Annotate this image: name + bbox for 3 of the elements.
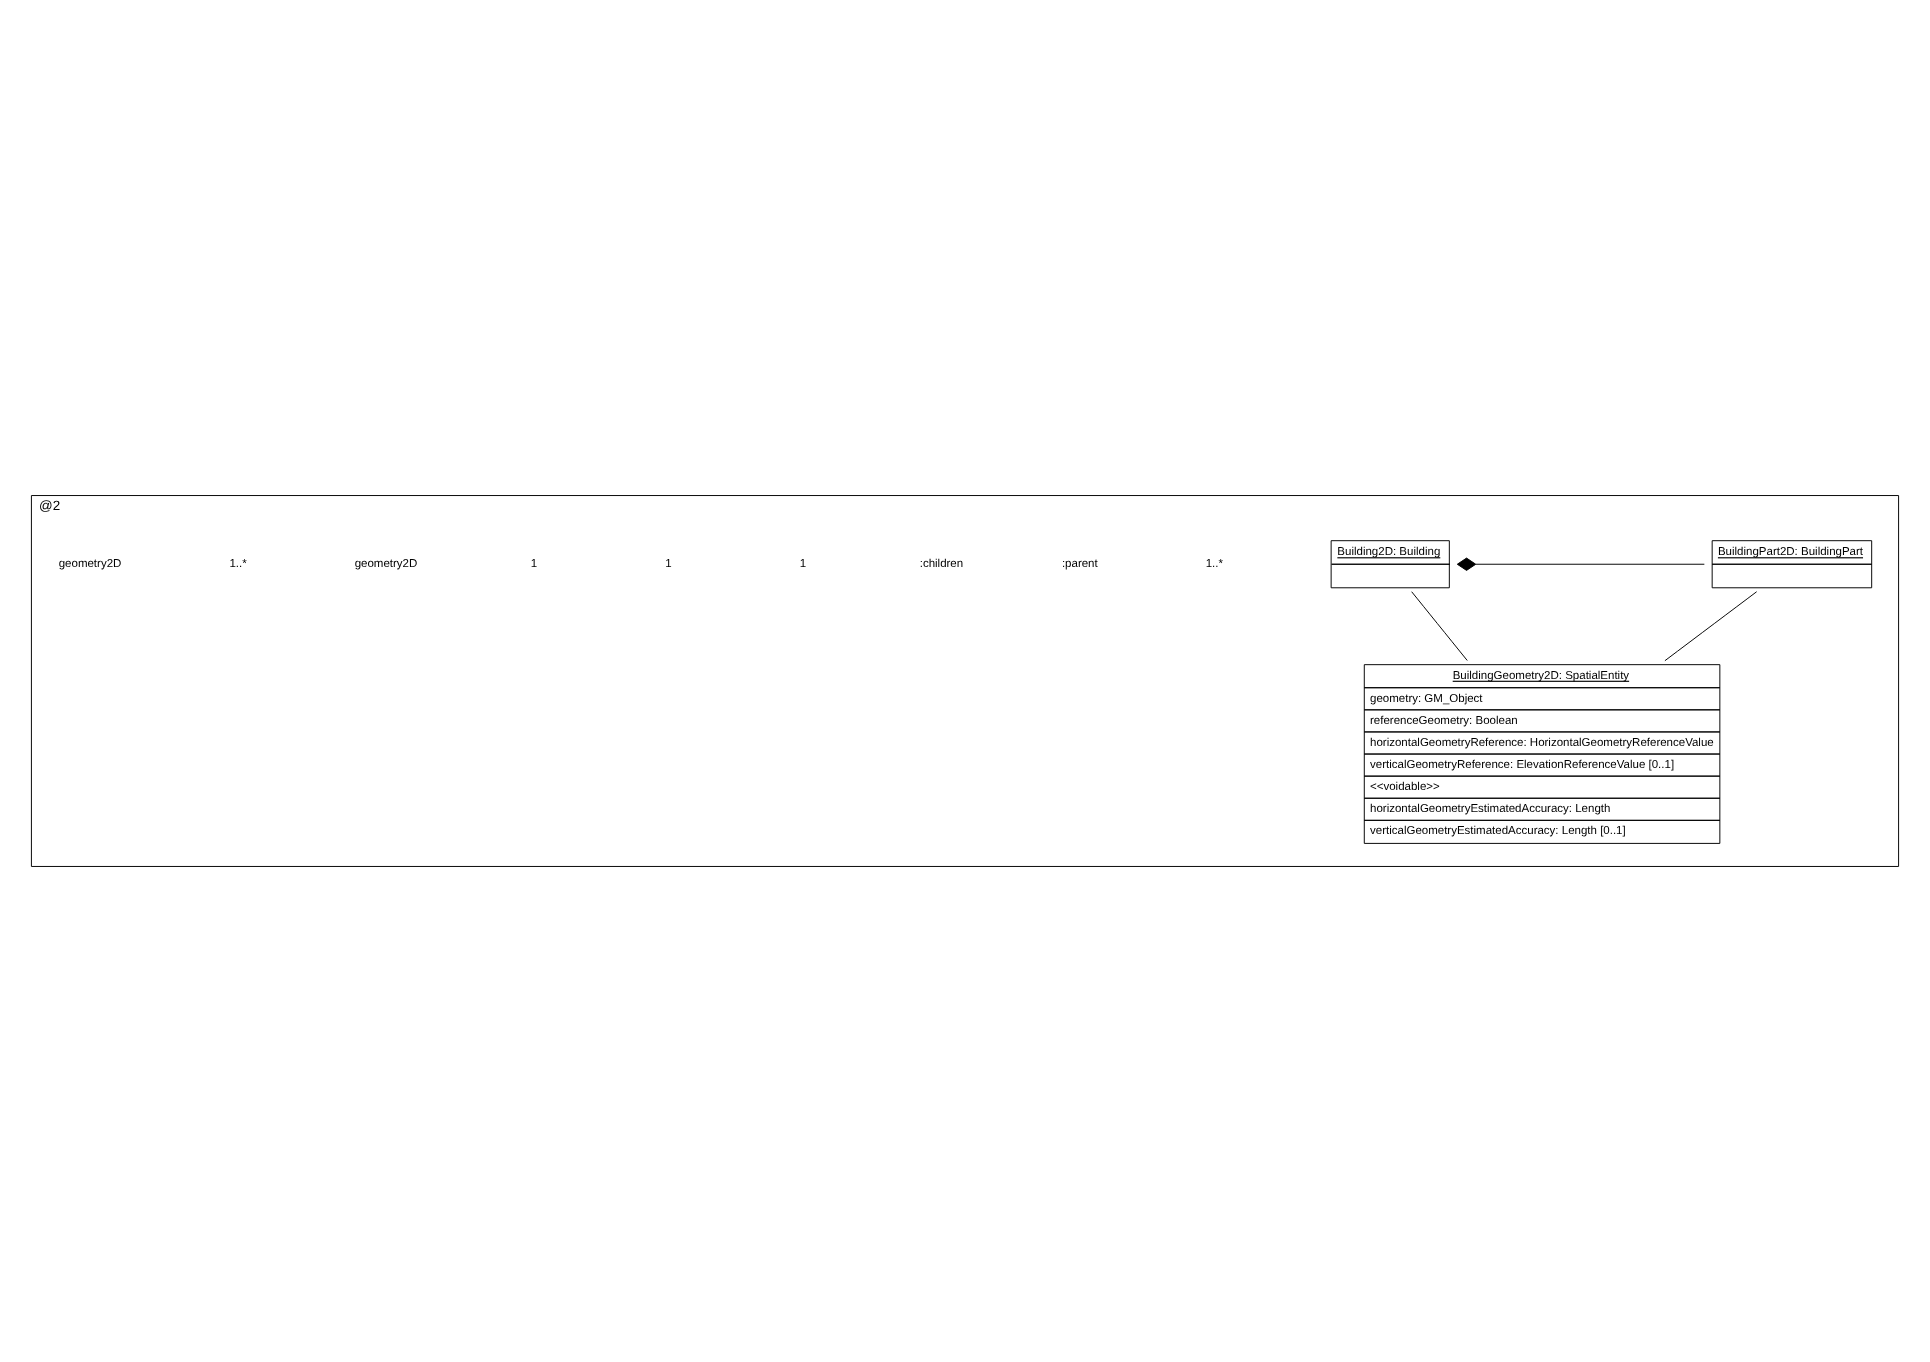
connector	[1664, 591, 1758, 662]
connector	[1411, 591, 1468, 661]
connector	[1456, 557, 1705, 571]
